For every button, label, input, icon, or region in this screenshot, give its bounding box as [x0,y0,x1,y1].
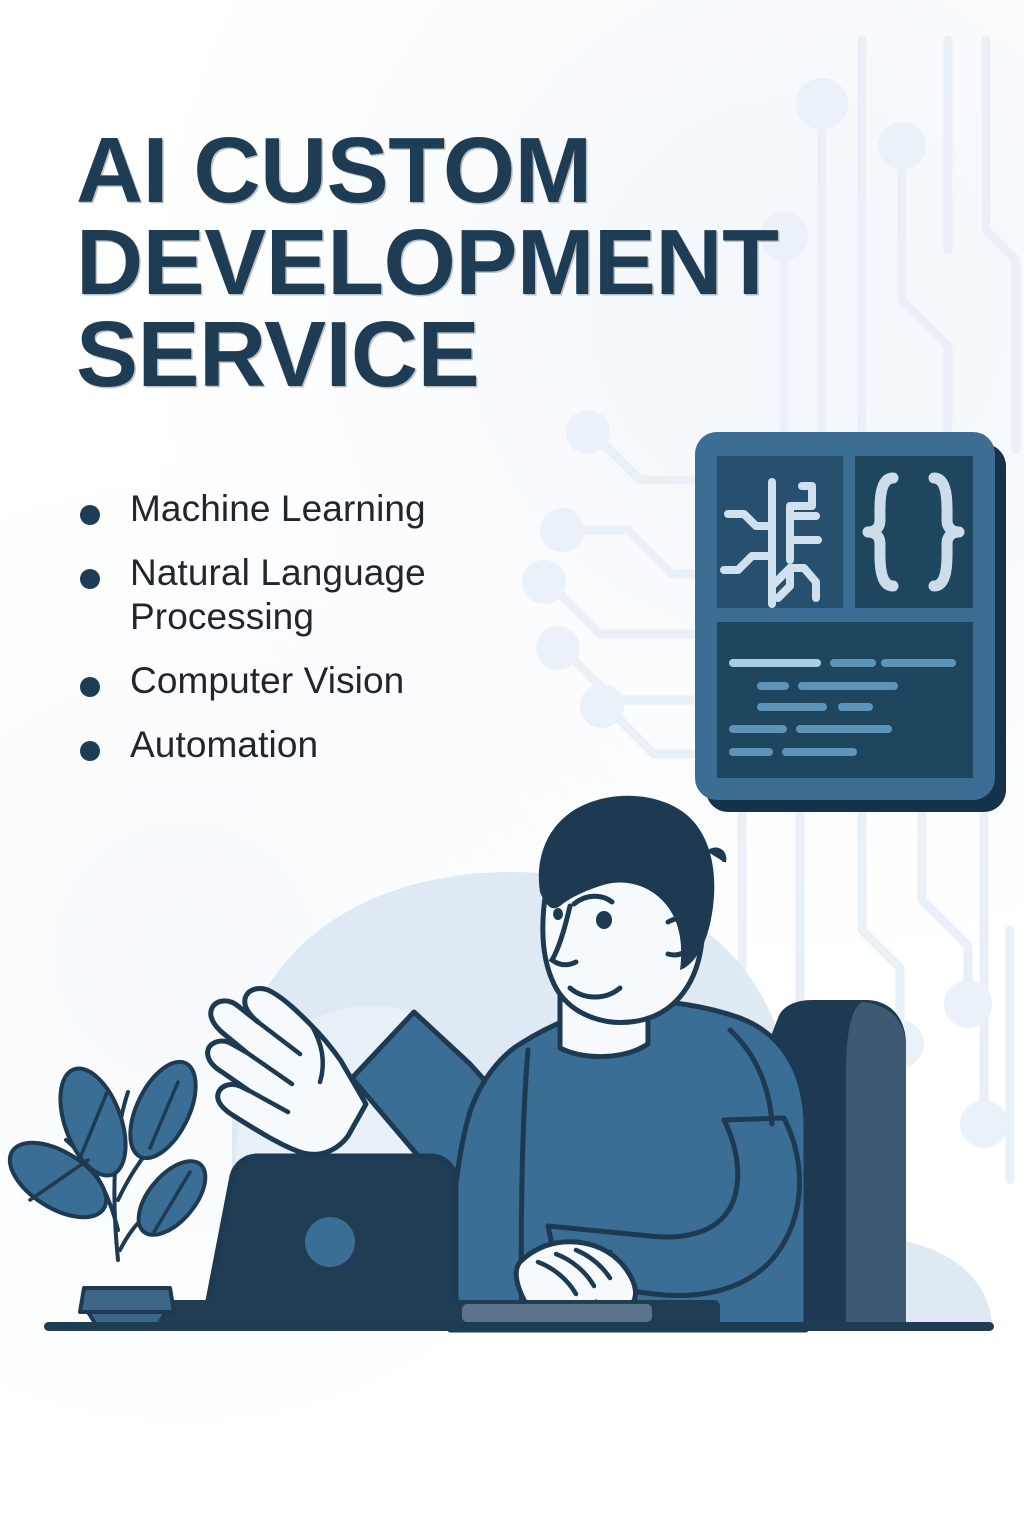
mouth [567,985,623,1000]
neck [557,969,651,1059]
office-chair [742,1000,906,1328]
person-at-laptop [205,795,809,1333]
nose [548,903,579,968]
shoulder-seam [727,1027,775,1127]
typing-hand-creases [535,1247,613,1297]
typing-hand [513,1239,638,1327]
near-arm [545,1115,802,1298]
bullet-dot-icon [80,676,100,697]
list-item-label: Natural Language Processing [130,552,426,637]
neural-circuit-icon [720,478,822,608]
backdrop-blob-highlight [236,1006,452,1330]
curly-braces-icon [862,472,965,592]
laptop [160,1153,720,1328]
list-item-label: Computer Vision [130,659,405,701]
plant-pot [86,1310,168,1330]
laptop-logo [305,1217,355,1267]
plant-leaves [7,1059,208,1237]
torso-seam [518,1047,531,1333]
potted-plant [7,1059,208,1330]
plant-leaf-veins [28,1080,192,1234]
list-item-label: Machine Learning [130,488,426,529]
code-area [717,622,973,778]
list-item: Natural Language Processing [74,551,544,638]
list-item: Machine Learning [74,487,544,530]
feature-list: Machine Learning Natural Language Proces… [74,487,544,787]
open-hand [205,986,369,1157]
page-title-line-2: DEVELOPMENT [76,210,779,315]
code-lines [729,659,956,756]
neural-tile [717,456,843,608]
laptop-keyboard-edge [462,1304,652,1322]
bullet-dot-icon [80,569,100,590]
plant-pot-rim [78,1286,176,1314]
code-panel [695,432,1006,812]
backdrop-blob [232,872,992,1330]
page-title-line-1: AI CUSTOM [76,118,592,223]
bullet-dot-icon [80,741,100,762]
desk-surface-line [44,1322,994,1331]
gesturing-arm [349,1009,559,1241]
hair [538,795,715,970]
braces-tile [855,456,973,608]
hair-tuft [706,847,727,863]
head [540,817,706,1025]
page-title-line-3: SERVICE [76,302,480,407]
page-title: AI CUSTOM DEVELOPMENT SERVICE [76,118,906,407]
list-item: Automation [74,723,544,766]
face-features [548,893,623,1000]
laptop-base [160,1300,720,1328]
eye [596,911,612,929]
eyebrow [571,893,615,907]
eye-far [553,908,563,920]
hand-finger-creases [243,1019,325,1115]
cuff-line [605,1249,619,1307]
ear [665,916,697,958]
bullet-dot-icon [80,505,100,525]
list-item: Computer Vision [74,659,544,702]
plant-stems [64,1090,180,1262]
list-item-label: Automation [130,724,319,766]
torso [447,999,809,1333]
